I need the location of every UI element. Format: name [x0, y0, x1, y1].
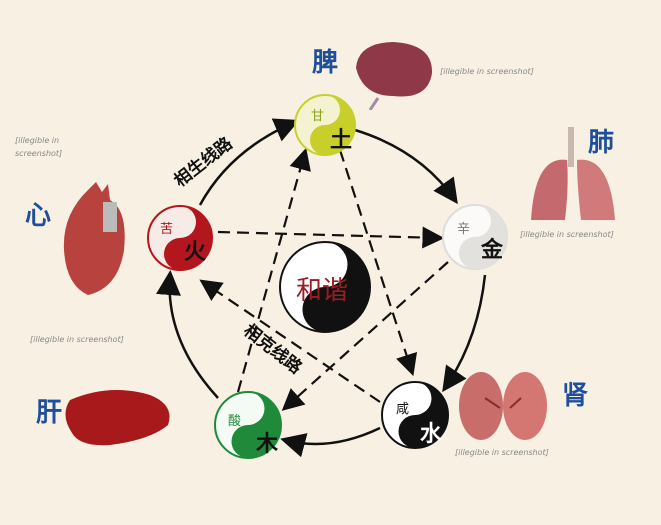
liver-description: [illegible in screenshot]	[30, 335, 124, 344]
spleen-illustration	[356, 42, 433, 110]
center-label: 和谐	[296, 276, 349, 306]
lung-label: 肺	[588, 128, 615, 158]
heart-description: [illegible in screenshot]	[15, 136, 63, 158]
metal-taste: 辛	[457, 222, 471, 237]
spleen-description: [illegible in screenshot]	[440, 67, 534, 76]
lung-description: [illegible in screenshot]	[520, 230, 614, 239]
earth-taste: 甘	[311, 109, 325, 124]
water-taste: 咸	[396, 402, 410, 417]
water-node	[381, 381, 449, 449]
spleen-label: 脾	[312, 48, 339, 78]
earth-element: 土	[330, 127, 353, 153]
fire-node	[147, 205, 213, 271]
kidney-description: [illegible in screenshot]	[455, 448, 549, 457]
center-yin-yang	[279, 241, 371, 333]
wood-node	[214, 391, 282, 459]
lung-illustration	[531, 127, 615, 220]
metal-node	[442, 204, 508, 270]
wood-taste: 酸	[228, 414, 242, 429]
fire-taste: 苦	[160, 222, 174, 237]
earth-node	[294, 94, 356, 156]
metal-element: 金	[481, 237, 504, 263]
water-element: 水	[420, 421, 443, 447]
kidney-label: 肾	[562, 381, 589, 411]
heart-illustration	[63, 182, 125, 295]
fire-element: 火	[184, 239, 207, 265]
heart-label: 心	[25, 201, 52, 231]
kidney-illustration	[459, 372, 547, 440]
liver-label: 肝	[36, 398, 63, 428]
liver-illustration	[65, 390, 170, 446]
wood-element: 木	[256, 431, 279, 457]
